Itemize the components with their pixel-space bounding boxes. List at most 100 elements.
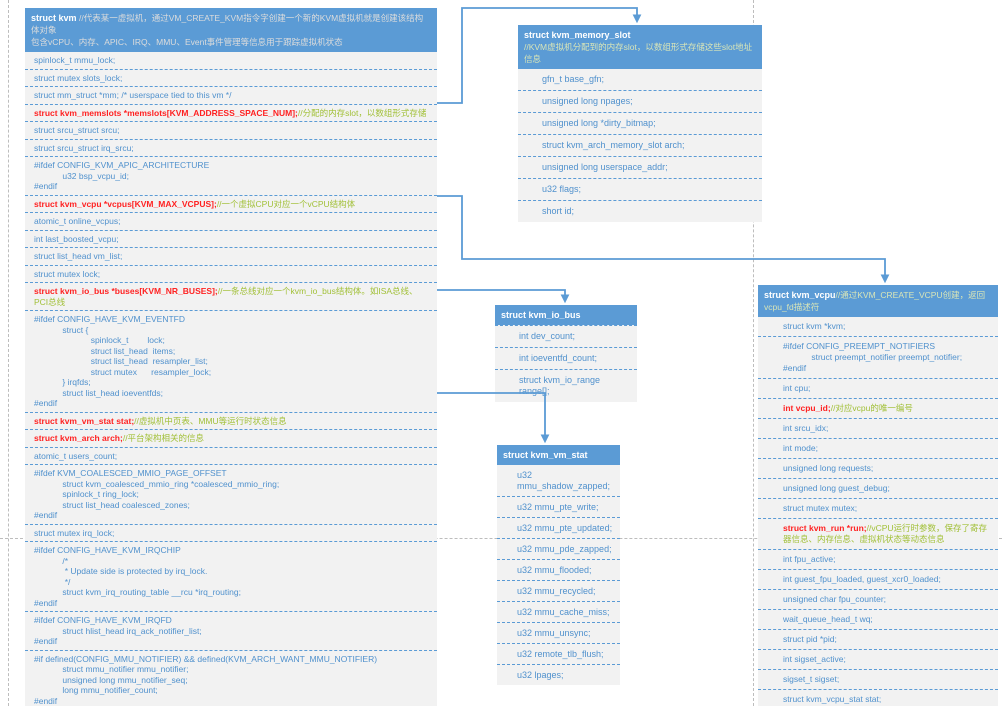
struct-field-row: u32 mmu_pte_updated;: [497, 517, 620, 538]
struct-field-row: #ifdef CONFIG_KVM_APIC_ARCHITECTURE u32 …: [25, 156, 437, 195]
struct-field-row: struct kvm_memslots *memslots[KVM_ADDRES…: [25, 103, 437, 122]
field-declaration: unsigned long npages;: [542, 96, 633, 106]
struct-field-row: struct pid *pid;: [758, 629, 998, 649]
struct-kvm-io-bus-header: struct kvm_io_bus: [495, 305, 637, 325]
struct-field-row: unsigned char fpu_counter;: [758, 589, 998, 609]
page-boundary-vertical: [8, 0, 9, 706]
struct-field-row: int last_boosted_vcpu;: [25, 229, 437, 248]
field-declaration: u32 remote_tlb_flush;: [517, 648, 604, 659]
field-declaration: struct list_head vm_list;: [34, 251, 123, 261]
struct-field-row: unsigned long *dirty_bitmap;: [518, 112, 762, 134]
field-declaration: struct kvm_memslots *memslots[KVM_ADDRES…: [34, 107, 298, 118]
connector-buses-to-kvm-io-bus: [437, 289, 570, 304]
struct-field-row: u32 flags;: [518, 178, 762, 200]
struct-kvm-io-bus-fields: int dev_count;int ioeventfd_count;struct…: [495, 325, 637, 402]
struct-field-row: u32 remote_tlb_flush;: [497, 643, 620, 664]
struct-field-row: struct kvm_vcpu_stat stat;: [758, 689, 998, 706]
field-declaration: unsigned char fpu_counter;: [783, 594, 887, 604]
struct-field-row: spinlock_t mmu_lock;: [25, 52, 437, 69]
field-declaration: unsigned long *dirty_bitmap;: [542, 118, 656, 128]
struct-kvm-io-bus-box[interactable]: struct kvm_io_bus int dev_count;int ioev…: [495, 305, 637, 402]
struct-kvm-vm-stat-fields: u32 mmu_shadow_zapped;u32 mmu_pte_write;…: [497, 465, 620, 685]
field-declaration: struct kvm_io_bus *buses[KVM_NR_BUSES];: [34, 286, 218, 296]
struct-field-row: struct kvm_run *run;//vCPU运行时参数，保存了寄存器信息…: [758, 518, 998, 549]
struct-field-row: gfn_t base_gfn;: [518, 69, 762, 90]
struct-field-row: int mode;: [758, 438, 998, 458]
struct-field-row: struct kvm_arch_memory_slot arch;: [518, 134, 762, 156]
struct-field-row: u32 mmu_unsync;: [497, 622, 620, 643]
field-declaration: struct kvm_vcpu *vcpus[KVM_MAX_VCPUS];: [34, 198, 217, 209]
field-declaration: #ifdef CONFIG_HAVE_KVM_IRQCHIP /* * Upda…: [34, 545, 241, 608]
struct-field-row: unsigned long userspace_addr;: [518, 156, 762, 178]
struct-kvm-memory-slot-fields: gfn_t base_gfn; unsigned long npages; unsi…: [518, 69, 762, 222]
struct-comment: //代表某一虚拟机，通过VM_CREATE_KVM指令字创建一个新的KVM虚拟机…: [31, 13, 424, 47]
field-comment: //虚拟机中页表、MMU等运行时状态信息: [134, 415, 287, 426]
field-declaration: struct mutex lock;: [34, 268, 101, 279]
struct-field-row: unsigned long guest_debug;: [758, 478, 998, 498]
field-declaration: u32 mmu_flooded;: [517, 564, 592, 575]
struct-field-row: struct mm_struct *mm; /* userspace tied …: [25, 86, 437, 104]
struct-field-row: unsigned long requests;: [758, 458, 998, 478]
field-declaration: struct kvm_io_range range[];: [519, 375, 603, 396]
field-declaration: int cpu;: [783, 383, 811, 393]
field-declaration: struct mutex irq_lock;: [34, 527, 115, 538]
struct-kvm-box[interactable]: struct kvm //代表某一虚拟机，通过VM_CREATE_KVM指令字创…: [25, 8, 437, 706]
struct-kvm-memory-slot-box[interactable]: struct kvm_memory_slot //KVM虚拟机分配到的内存slo…: [518, 25, 762, 222]
field-declaration: struct kvm_vcpu_stat stat;: [783, 694, 882, 704]
field-declaration: #ifdef CONFIG_HAVE_KVM_IRQFD struct hlis…: [34, 615, 202, 646]
struct-name: struct kvm_memory_slot: [524, 30, 631, 40]
field-declaration: spinlock_t mmu_lock;: [34, 55, 116, 65]
struct-field-row: int fpu_active;: [758, 549, 998, 569]
field-comment: //分配的内存slot，以数组形式存储: [297, 107, 427, 118]
field-declaration: u32 mmu_shadow_zapped;: [517, 469, 611, 491]
field-declaration: atomic_t online_vcpus;: [34, 216, 121, 226]
struct-field-row: u32 mmu_pde_zapped;: [497, 538, 620, 559]
field-declaration: int sigset_active;: [783, 654, 846, 664]
field-declaration: struct mm_struct *mm; /* userspace tied …: [34, 90, 232, 100]
field-declaration: int srcu_idx;: [783, 423, 829, 433]
field-declaration: struct srcu_struct irq_srcu;: [34, 142, 134, 153]
struct-field-row: unsigned long npages;: [518, 90, 762, 112]
struct-kvm-vcpu-fields: struct kvm *kvm; #ifdef CONFIG_PREEMPT_NO…: [758, 317, 998, 706]
struct-kvm-fields: spinlock_t mmu_lock;struct mutex slots_l…: [25, 52, 437, 706]
field-comment: //vCPU运行时参数，保存了寄存器信息、内存信息、虚拟机状态等动态信息: [783, 523, 988, 544]
struct-field-row: #ifdef CONFIG_HAVE_KVM_IRQFD struct hlis…: [25, 611, 437, 650]
field-declaration: u32 flags;: [542, 184, 582, 194]
struct-field-row: int dev_count;: [495, 325, 637, 347]
struct-field-row: #if defined(CONFIG_MMU_NOTIFIER) && defi…: [25, 649, 437, 706]
struct-kvm-vm-stat-box[interactable]: struct kvm_vm_stat u32 mmu_shadow_zapped…: [497, 445, 620, 685]
page-boundary-vertical: [753, 0, 754, 706]
struct-comment: //KVM虚拟机分配到的内存slot，以数组形式存储这些slot地址信息: [524, 42, 753, 64]
field-declaration: int ioeventfd_count;: [519, 353, 598, 363]
field-declaration: struct kvm_run *run;: [783, 523, 867, 533]
field-declaration: struct kvm_arch_memory_slot arch;: [542, 140, 685, 150]
struct-kvm-memory-slot-header: struct kvm_memory_slot //KVM虚拟机分配到的内存slo…: [518, 25, 762, 69]
struct-field-row: #ifdef KVM_COALESCED_MMIO_PAGE_OFFSET st…: [25, 464, 437, 524]
field-comment: //对应vcpu的唯一编号: [830, 403, 913, 413]
struct-field-row: int sigset_active;: [758, 649, 998, 669]
struct-field-row: struct srcu_struct irq_srcu;: [25, 138, 437, 157]
struct-kvm-vcpu-box[interactable]: struct kvm_vcpu//通过KVM_CREATE_VCPU创建，返回v…: [758, 285, 998, 706]
field-declaration: u32 mmu_pte_updated;: [517, 522, 613, 533]
struct-field-row: sigset_t sigset;: [758, 669, 998, 689]
struct-field-row: u32 mmu_shadow_zapped;: [497, 465, 620, 496]
struct-field-row: int cpu;: [758, 378, 998, 398]
field-declaration: struct kvm_vm_stat stat;: [34, 415, 135, 426]
field-declaration: #ifdef CONFIG_PREEMPT_NOTIFIERS struct p…: [783, 341, 963, 373]
field-declaration: u32 mmu_unsync;: [517, 627, 591, 638]
field-declaration: struct pid *pid;: [783, 634, 837, 644]
field-declaration: struct kvm_arch arch;: [34, 433, 123, 443]
field-declaration: struct mutex mutex;: [783, 503, 858, 513]
struct-field-row: u32 lpages;: [497, 664, 620, 685]
struct-kvm-header: struct kvm //代表某一虚拟机，通过VM_CREATE_KVM指令字创…: [25, 8, 437, 52]
field-declaration: unsigned long requests;: [783, 463, 874, 473]
struct-name: struct kvm_vm_stat: [503, 450, 588, 460]
field-declaration: struct kvm *kvm;: [783, 321, 846, 331]
struct-field-row: int ioeventfd_count;: [495, 347, 637, 369]
field-declaration: u32 mmu_cache_miss;: [517, 606, 610, 617]
struct-field-row: struct srcu_struct srcu;: [25, 121, 437, 139]
field-declaration: int guest_fpu_loaded, guest_xcr0_loaded;: [783, 574, 941, 584]
struct-field-row: int vcpu_id;//对应vcpu的唯一编号: [758, 398, 998, 418]
struct-kvm-vm-stat-header: struct kvm_vm_stat: [497, 445, 620, 465]
field-comment: //一条总线对应一个kvm_io_bus结构体。如ISA总线、PCI总线: [34, 286, 418, 307]
